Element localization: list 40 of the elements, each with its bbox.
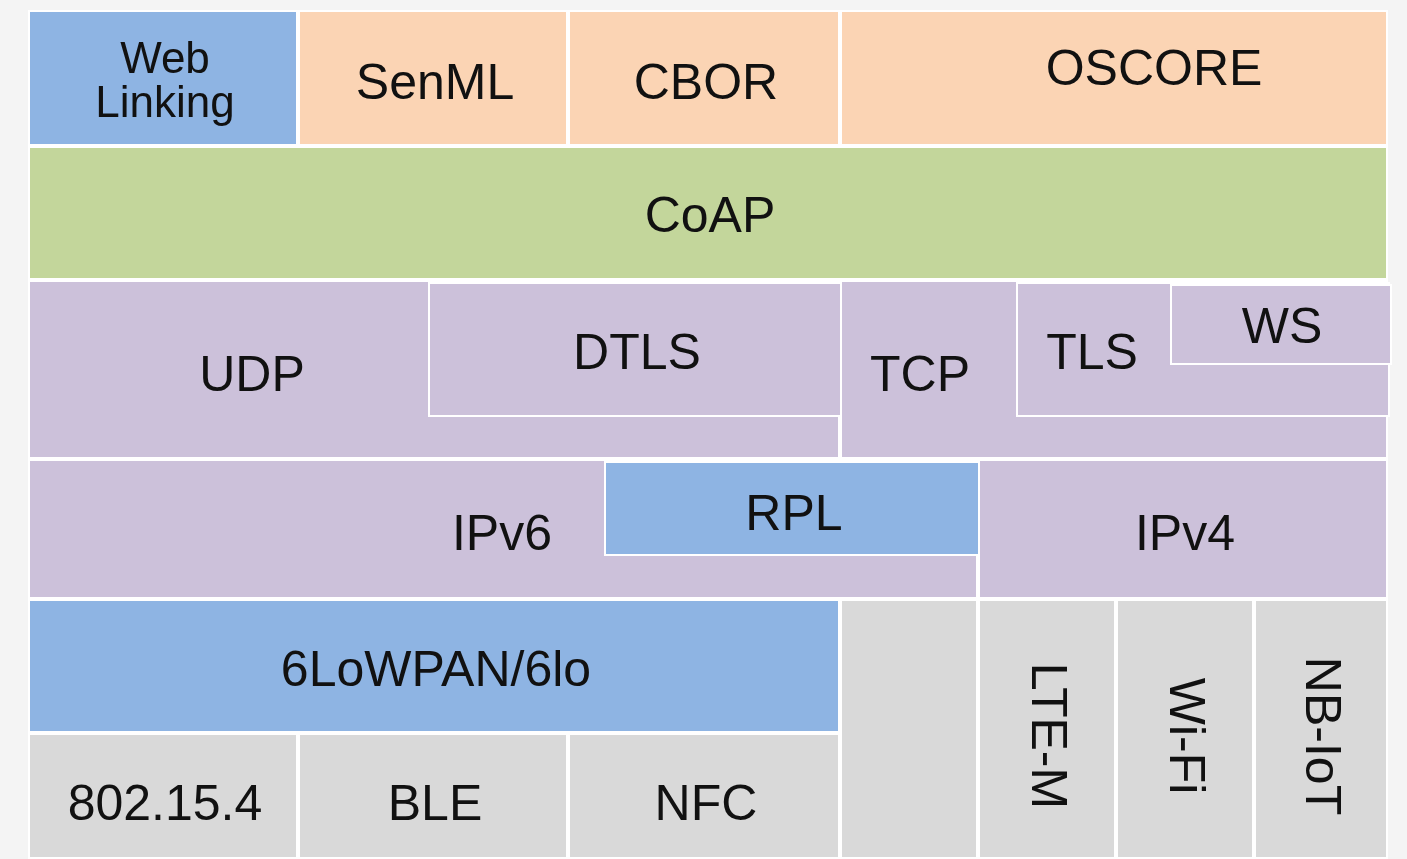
protocol-layer-box xyxy=(28,10,298,146)
protocol-name: 802.15.4 xyxy=(67,778,263,828)
protocol-name: TCP xyxy=(870,349,970,399)
protocol-layer-box xyxy=(298,733,568,859)
protocol-name: WS xyxy=(1241,301,1323,351)
protocol-layer-box xyxy=(28,280,840,459)
protocol-layer-box xyxy=(568,10,840,146)
protocol-layer-box xyxy=(840,10,1388,146)
protocol-layer-box xyxy=(1254,599,1388,859)
protocol-layer-box xyxy=(1116,599,1254,859)
protocol-name: Web Linking xyxy=(94,36,236,124)
protocol-layer-box xyxy=(978,459,1388,599)
protocol-name: TLS xyxy=(1046,327,1138,377)
protocol-layer-box xyxy=(1170,284,1392,365)
protocol-name: LTE-M xyxy=(1024,662,1074,810)
protocol-layer-box xyxy=(978,599,1116,859)
protocol-layer-box xyxy=(28,599,840,733)
protocol-name: NB-IoT xyxy=(1298,656,1348,816)
protocol-layer-box xyxy=(568,733,840,859)
protocol-layer-box xyxy=(1016,282,1390,417)
protocol-name: BLE xyxy=(387,778,483,828)
protocol-name: OSCORE xyxy=(1045,43,1263,93)
protocol-layer-box xyxy=(28,146,1388,280)
protocol-layer-box xyxy=(604,461,980,556)
protocol-name: 6LoWPAN/6lo xyxy=(280,644,592,694)
protocol-name: DTLS xyxy=(573,327,701,377)
protocol-name: IPv4 xyxy=(1134,508,1236,558)
protocol-name: Wi-Fi xyxy=(1162,677,1212,795)
protocol-layer-box xyxy=(298,10,568,146)
protocol-name: IPv6 xyxy=(451,508,553,558)
protocol-name: SenML xyxy=(355,57,515,107)
protocol-name: CoAP xyxy=(644,190,776,240)
empty-layer-box xyxy=(840,599,978,859)
protocol-layer-box xyxy=(28,459,978,599)
protocol-layer-box xyxy=(28,733,298,859)
protocol-name: UDP xyxy=(199,349,305,399)
protocol-name: RPL xyxy=(745,488,843,538)
protocol-name: NFC xyxy=(654,778,758,828)
protocol-name: CBOR xyxy=(633,57,779,107)
protocol-layer-box xyxy=(428,282,842,417)
